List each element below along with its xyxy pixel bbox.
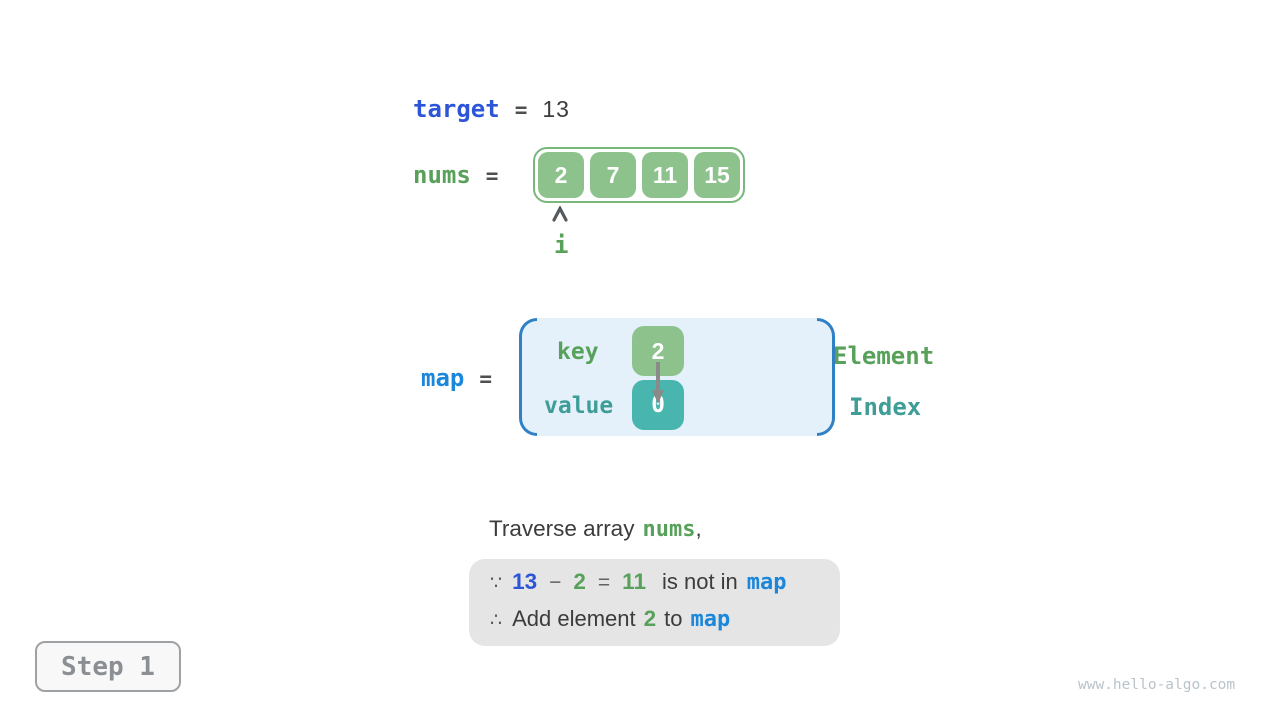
step-badge: Step 1 bbox=[35, 641, 181, 692]
note-add-text: Add element bbox=[512, 606, 636, 631]
note-not-in-text: is not in bbox=[661, 569, 738, 594]
caption: Traverse array nums , bbox=[489, 516, 702, 542]
because-symbol: ∵ bbox=[490, 573, 503, 594]
target-value: 13 bbox=[542, 96, 570, 122]
note-map-ref-2: map bbox=[690, 607, 731, 632]
note-equals-sign: = bbox=[597, 571, 611, 594]
note-difference-value: 11 bbox=[622, 569, 646, 594]
nums-row: nums = bbox=[413, 161, 513, 189]
note-line-1: ∵ 13 − 2 = 11 is not in map bbox=[490, 569, 840, 606]
key-to-value-arrow-icon bbox=[652, 362, 664, 404]
note-added-value: 2 bbox=[643, 606, 657, 631]
note-target-value: 13 bbox=[512, 569, 538, 594]
map-key-label: key bbox=[557, 339, 599, 365]
nums-label: nums bbox=[413, 161, 471, 189]
nums-equals-sign: = bbox=[485, 164, 499, 188]
target-row: target = 13 bbox=[413, 95, 570, 123]
note-map-ref-1: map bbox=[746, 570, 787, 595]
note-to-text: to bbox=[664, 606, 683, 631]
legend-element-label: Element bbox=[833, 342, 935, 370]
note-line-2: ∴ Add element 2 to map bbox=[490, 606, 840, 643]
map-value-label: value bbox=[544, 393, 614, 419]
index-pointer-label: i bbox=[554, 231, 569, 259]
nums-cell-3: 15 bbox=[694, 152, 740, 198]
target-equals-sign: = bbox=[514, 98, 528, 122]
map-container: key value 2 0 bbox=[519, 318, 835, 436]
index-pointer-caret-icon bbox=[552, 206, 568, 222]
watermark: www.hello-algo.com bbox=[1078, 677, 1236, 693]
minus-sign: − bbox=[549, 571, 562, 594]
nums-cell-0: 2 bbox=[538, 152, 584, 198]
map-equals-sign: = bbox=[479, 367, 493, 391]
map-bracket-right-icon bbox=[817, 318, 835, 436]
map-row: map = bbox=[421, 364, 507, 392]
map-label: map bbox=[421, 364, 465, 392]
note-element-value: 2 bbox=[573, 569, 586, 594]
caption-text-before: Traverse array bbox=[489, 516, 635, 541]
legend-index-label: Index bbox=[849, 393, 922, 421]
target-label: target bbox=[413, 95, 500, 123]
nums-array: 2 7 11 15 bbox=[533, 147, 745, 203]
note-box: ∵ 13 − 2 = 11 is not in map ∴ Add elemen… bbox=[469, 559, 840, 646]
nums-cell-2: 11 bbox=[642, 152, 688, 198]
nums-cell-1: 7 bbox=[590, 152, 636, 198]
map-bracket-left-icon bbox=[519, 318, 537, 436]
therefore-symbol: ∴ bbox=[490, 610, 503, 631]
caption-nums-ref: nums bbox=[642, 517, 696, 542]
caption-text-after: , bbox=[695, 516, 702, 541]
